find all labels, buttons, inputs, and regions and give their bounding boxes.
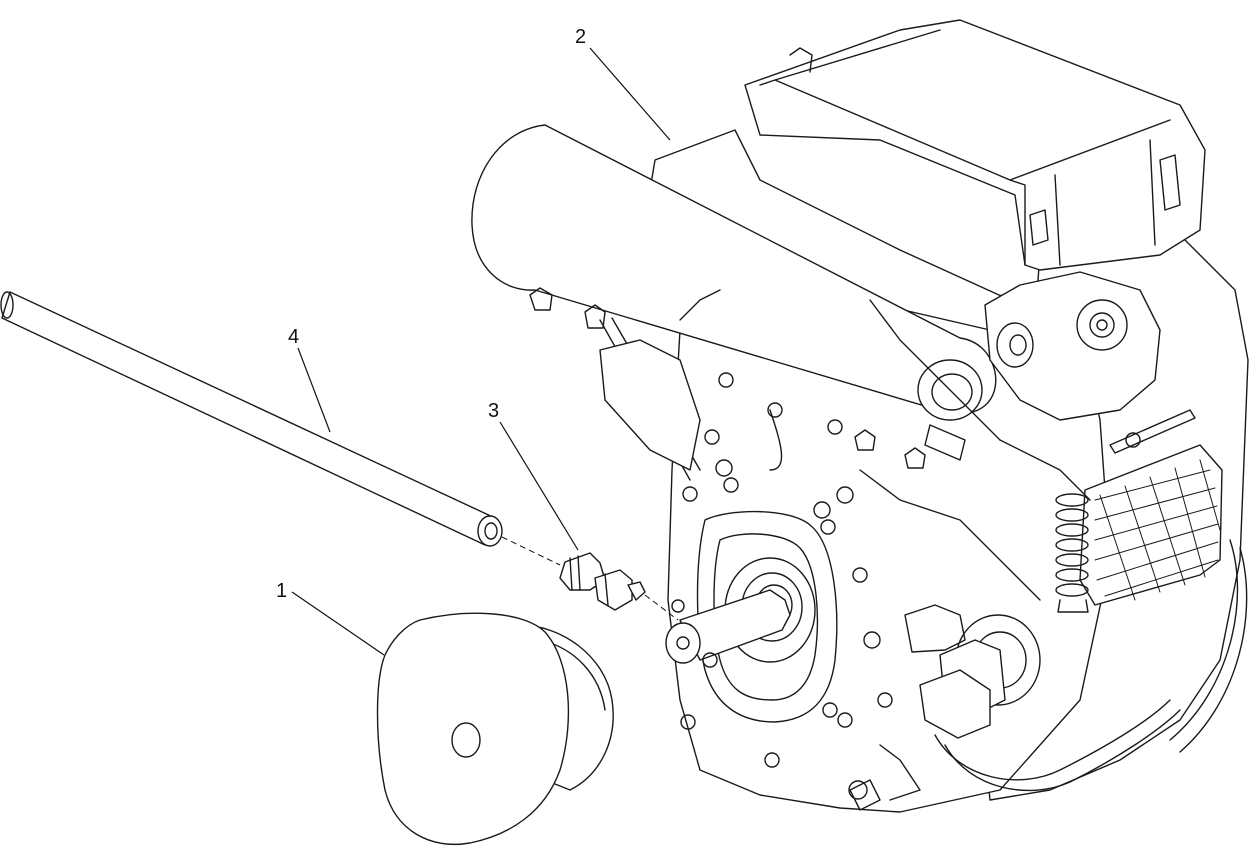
fitting <box>559 552 646 611</box>
engine-assembly <box>471 19 1249 813</box>
screen-mesh <box>1094 459 1221 601</box>
callout-label-1: 1 <box>276 580 287 602</box>
callout-4: 4 <box>288 326 331 433</box>
tube <box>0 291 503 547</box>
callout-3: 3 <box>488 400 579 551</box>
crankcase-bolt-holes <box>671 372 893 800</box>
callout-label-4: 4 <box>288 326 299 348</box>
callout-2: 2 <box>575 26 671 141</box>
alignment-line-tube-fitting <box>501 536 561 566</box>
callout-1: 1 <box>276 580 385 656</box>
alignment-line-fitting-shaft <box>644 594 679 621</box>
pulley <box>376 612 614 845</box>
governor-spring <box>1055 493 1089 613</box>
callout-label-3: 3 <box>488 400 499 422</box>
callout-label-2: 2 <box>575 26 586 48</box>
